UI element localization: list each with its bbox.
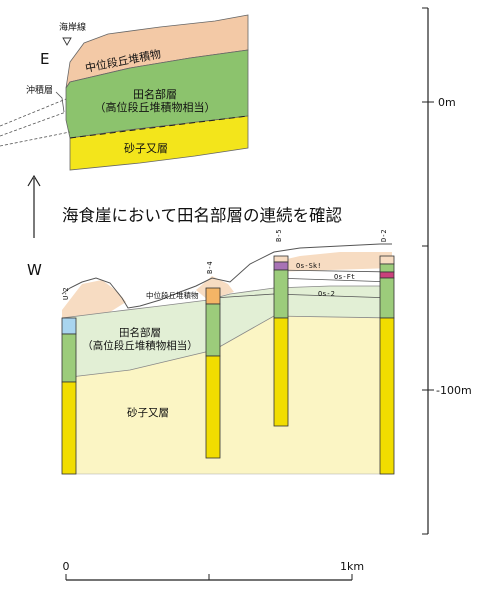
sunagomata-label-upper: 砂子又層 [124,142,168,155]
direction-west-label: W [27,261,42,279]
tanabe-label-upper-2: （高位段丘堆積物相当） [95,100,216,114]
borehole-d-2-label: D-2 [380,229,388,242]
borehole-b-5-label: B-5 [275,229,283,242]
key-bed-os-ft-label: Os-Ft [334,273,355,281]
borehole-u-2-label: U-2 [62,287,70,300]
tanabe-formation-lower [62,286,392,378]
alluvium-boundary-line [0,98,67,127]
tanabe-label-lower-2: （高位段丘堆積物相当） [82,339,198,352]
upper-section: 海岸線 E 沖積層 中位段丘堆積物 田名部層 （高位段丘堆積物相当） 砂子又層 [0,14,249,171]
key-bed-line-os-sk [273,269,393,273]
lower-section: 中位段丘堆積物 田名部層 （高位段丘堆積物相当） 砂子又層 Os-Sk! Os-… [61,243,393,475]
sunagomata-formation-lower [62,316,392,474]
key-bed-os-2-label: Os-2 [318,290,335,298]
direction-east-label: E [40,50,49,68]
sunagomata-label-lower: 砂子又層 [127,406,169,419]
borehole-b-5 [273,255,289,427]
elevation-label-minus-100m: -100m [436,384,472,397]
borehole-u-2 [61,317,77,475]
borehole-b-4 [205,287,221,459]
sunagomata-formation-upper [69,115,249,171]
distance-start-label: 0 [63,560,70,573]
distance-scale [65,574,353,581]
borehole-d-2 [379,255,395,475]
elevation-label-0m: 0m [438,96,456,109]
middle-terrace-label-lower: 中位段丘堆積物 [146,290,199,300]
elevation-scale [422,7,434,535]
ground-surface-line [61,243,392,309]
tanabe-label-upper-1: 田名部層 [133,87,177,101]
coastline-label: 海岸線 [59,21,86,33]
borehole-b-4-label: B-4 [206,261,214,274]
distance-end-label: 1km [340,560,364,573]
coastline-marker-icon [62,37,72,46]
key-bed-line-os-ft [273,277,393,283]
alluvium-label: 沖積層 [26,84,53,96]
section-title: 海食崖において田名部層の連続を確認 [62,206,342,225]
direction-arrow [27,174,41,238]
key-bed-os-sk-label: Os-Sk! [296,262,321,270]
tanabe-label-lower-1: 田名部層 [119,326,161,339]
